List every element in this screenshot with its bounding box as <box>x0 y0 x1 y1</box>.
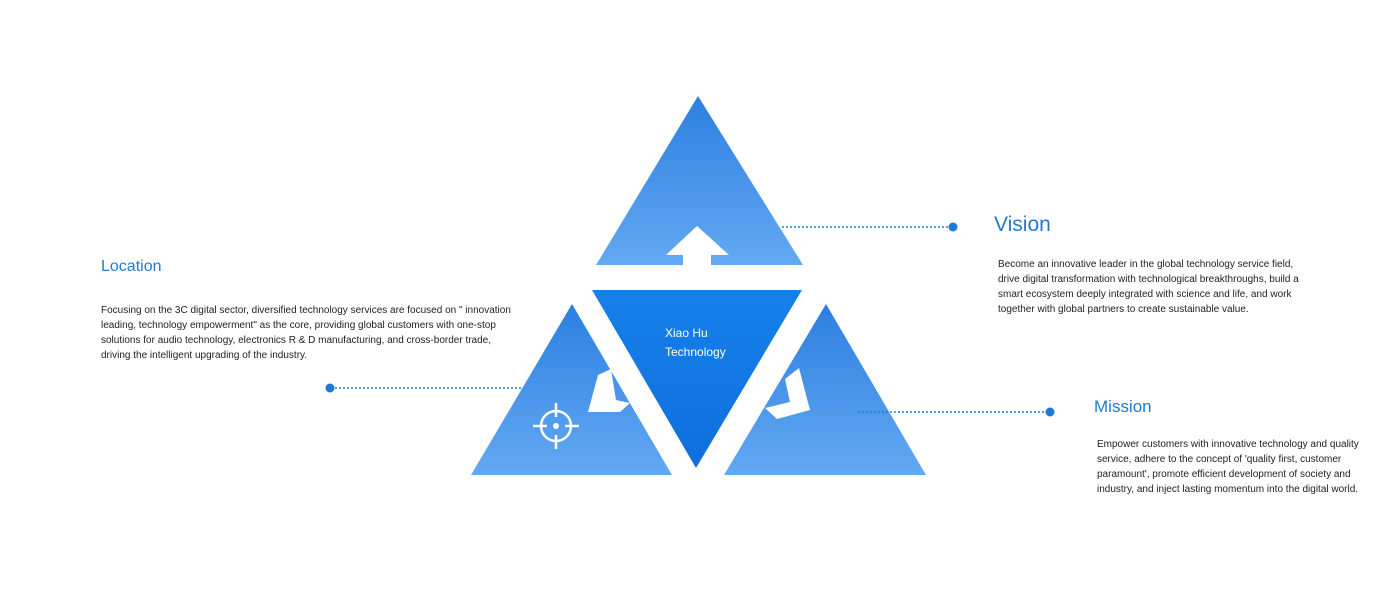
vision-triangle <box>596 96 803 265</box>
up-arrow-icon <box>666 226 729 265</box>
down-left-arrow-icon <box>588 369 630 412</box>
mission-triangle <box>724 304 926 475</box>
location-triangle <box>471 304 672 475</box>
vision-description: Become an innovative leader in the globa… <box>998 259 1299 315</box>
mission-connector <box>858 407 1055 417</box>
center-label-line2: Technology <box>665 345 726 359</box>
location-title: Location <box>101 258 162 275</box>
vision-title: Vision <box>994 213 1051 236</box>
vision-connector <box>782 222 958 232</box>
crosshair-icon <box>533 403 579 449</box>
center-label: Xiao Hu Technology <box>665 324 731 362</box>
center-triangle <box>592 290 802 468</box>
location-connector <box>325 383 522 393</box>
mission-title: Mission <box>1094 397 1152 416</box>
center-label-line1: Xiao Hu <box>665 326 708 340</box>
down-right-arrow-icon <box>765 368 810 419</box>
location-description: Focusing on the 3C digital sector, diver… <box>101 305 511 361</box>
mission-description: Empower customers with innovative techno… <box>1097 439 1359 495</box>
